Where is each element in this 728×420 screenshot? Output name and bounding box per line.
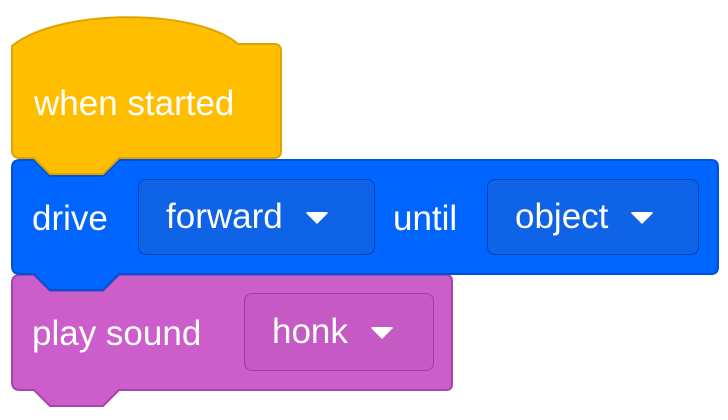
chevron-down-icon (369, 327, 394, 339)
play-sound-label: play sound (32, 314, 202, 353)
chevron-down-icon (304, 212, 329, 224)
drive-label: drive (32, 199, 108, 238)
when-started-block-shape[interactable] (11, 16, 282, 175)
until-label: until (393, 199, 458, 238)
sound-dropdown-value: honk (272, 312, 348, 351)
chevron-down-icon (630, 212, 655, 224)
condition-dropdown-value: object (515, 197, 609, 236)
direction-dropdown-value: forward (166, 197, 283, 236)
direction-dropdown[interactable]: forward (138, 179, 375, 255)
sound-dropdown[interactable]: honk (244, 293, 434, 371)
condition-dropdown[interactable]: object (487, 179, 699, 255)
when-started-label: when started (34, 84, 235, 123)
